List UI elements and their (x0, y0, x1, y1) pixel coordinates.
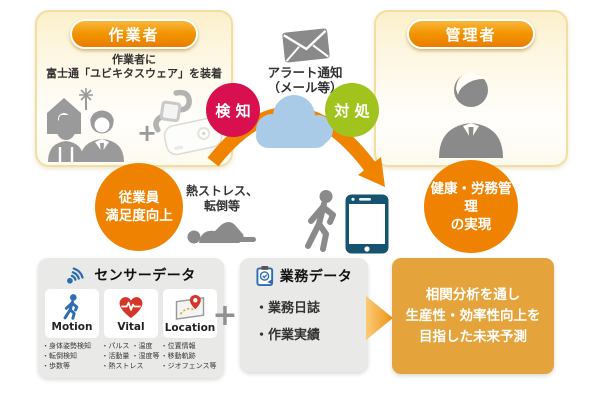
sensor-card-location: Location (163, 289, 217, 338)
sensor-card-vital: Vital (104, 289, 158, 338)
alert-label-line1: アラート通知 (267, 65, 343, 80)
walking-person-icon (305, 190, 336, 252)
mail-icon (282, 28, 330, 63)
location-label: Location (164, 321, 216, 334)
stress-line2: 転倒等 (203, 199, 240, 213)
bullet-item: ・位置情報 (160, 342, 196, 350)
manager-panel-title: 管理者 (407, 19, 535, 49)
sensor-cards: Motion Vital Location (38, 289, 224, 338)
clipboard-check-icon (256, 266, 273, 286)
future-line3: 目指した未来予測 (419, 328, 527, 345)
heart-pulse-icon (119, 296, 143, 318)
motion-label: Motion (51, 321, 93, 333)
business-panel-header: 業務データ (240, 265, 368, 287)
detect-badge: 検 知 (206, 83, 260, 137)
health-management-circle: 健康・労務管理 の実現 (424, 160, 518, 253)
sensor-bullet-lists: ・身体姿勢検知 ・転倒検知 ・歩数等 ・パルス ・温度 ・活動量 ・湿度等 ・熱… (38, 341, 224, 371)
office-worker-icon (80, 110, 124, 162)
worker-panel-subtitle: 作業者に 富士通「ユビキタスウェア」を装着 (37, 53, 231, 81)
plus-separator: + (212, 298, 238, 333)
bullet-item: ・身体姿勢検知 (42, 342, 91, 350)
workers-and-wearable-icon: + (47, 88, 223, 162)
right-arrow-icon (366, 296, 393, 340)
future-prediction-panel: 相関分析を通し 生産性・効率性向上を 目指した未来予測 (392, 258, 554, 374)
business-panel-title: 業務データ (279, 269, 353, 285)
sensor-card-motion: Motion (45, 289, 99, 338)
handle-badge: 対 処 (325, 83, 379, 137)
cloud-icon (256, 95, 333, 148)
business-item: ・作業実績 (255, 328, 321, 343)
worker-subtitle-line1: 作業者に (112, 53, 156, 66)
vital-label: Vital (117, 320, 145, 333)
employee-satisfaction-circle: 従業員 満足度向上 (95, 163, 183, 251)
business-data-panel: 業務データ ・業務日誌 ・作業実績 (240, 258, 368, 372)
heat-stress-label: 熱ストレス、 転倒等 (172, 184, 272, 214)
fallen-person-icon (187, 222, 256, 244)
satisfaction-line2: 満足度向上 (105, 208, 173, 224)
satisfaction-line1: 従業員 (118, 190, 160, 206)
bullet-item: ・移動軌跡 (160, 352, 196, 360)
worker-subtitle-line2: 富士通「ユビキタスウェア」を装着 (46, 67, 222, 80)
bullet-item: ・熱ストレス (101, 362, 144, 370)
future-line1: 相関分析を通し (425, 286, 521, 303)
map-pin-icon (175, 294, 205, 320)
plus-icon: + (137, 119, 157, 147)
manager-person-icon (439, 72, 503, 158)
worker-panel-title: 作業者 (70, 19, 198, 49)
walking-person-icon (63, 294, 79, 320)
worker-panel: 作業者 作業者に 富士通「ユビキタスウェア」を装着 (35, 10, 233, 167)
smartphone-icon (345, 194, 389, 254)
alert-notification-label: アラート通知 （メール等） (250, 65, 360, 95)
location-bullets: ・位置情報 ・移動軌跡 ・ジオフェンス等 (161, 341, 220, 371)
bullet-item: ・パルス ・温度 (101, 342, 153, 350)
bullet-item: ・活動量 ・湿度等 (101, 352, 160, 360)
health-line2: の実現 (450, 216, 492, 233)
bullet-item: ・転倒検知 (42, 352, 77, 360)
business-item: ・業務日誌 (255, 301, 321, 316)
health-line1: 健康・労務管理 (430, 180, 512, 215)
motion-bullets: ・身体姿勢検知 ・転倒検知 ・歩数等 (42, 341, 101, 371)
sensor-data-panel: センサーデータ Motion (38, 258, 224, 378)
business-items: ・業務日誌 ・作業実績 (240, 295, 368, 349)
alert-label-line2: （メール等） (267, 80, 343, 95)
bullet-item: ・ジオフェンス等 (160, 362, 217, 370)
sensor-panel-header: センサーデータ (38, 265, 224, 285)
stress-line1: 熱ストレス、 (185, 184, 258, 198)
sensor-panel-title: センサーデータ (94, 268, 196, 284)
wristband-device-icon (153, 89, 192, 133)
farmer-icon (48, 115, 84, 162)
vital-bullets: ・パルス ・温度 ・活動量 ・湿度等 ・熱ストレス (101, 341, 160, 371)
manager-panel: 管理者 (374, 10, 568, 167)
bullet-item: ・歩数等 (42, 362, 70, 370)
future-line2: 生産性・効率性向上を (405, 307, 541, 324)
signal-waves-icon (67, 266, 84, 284)
